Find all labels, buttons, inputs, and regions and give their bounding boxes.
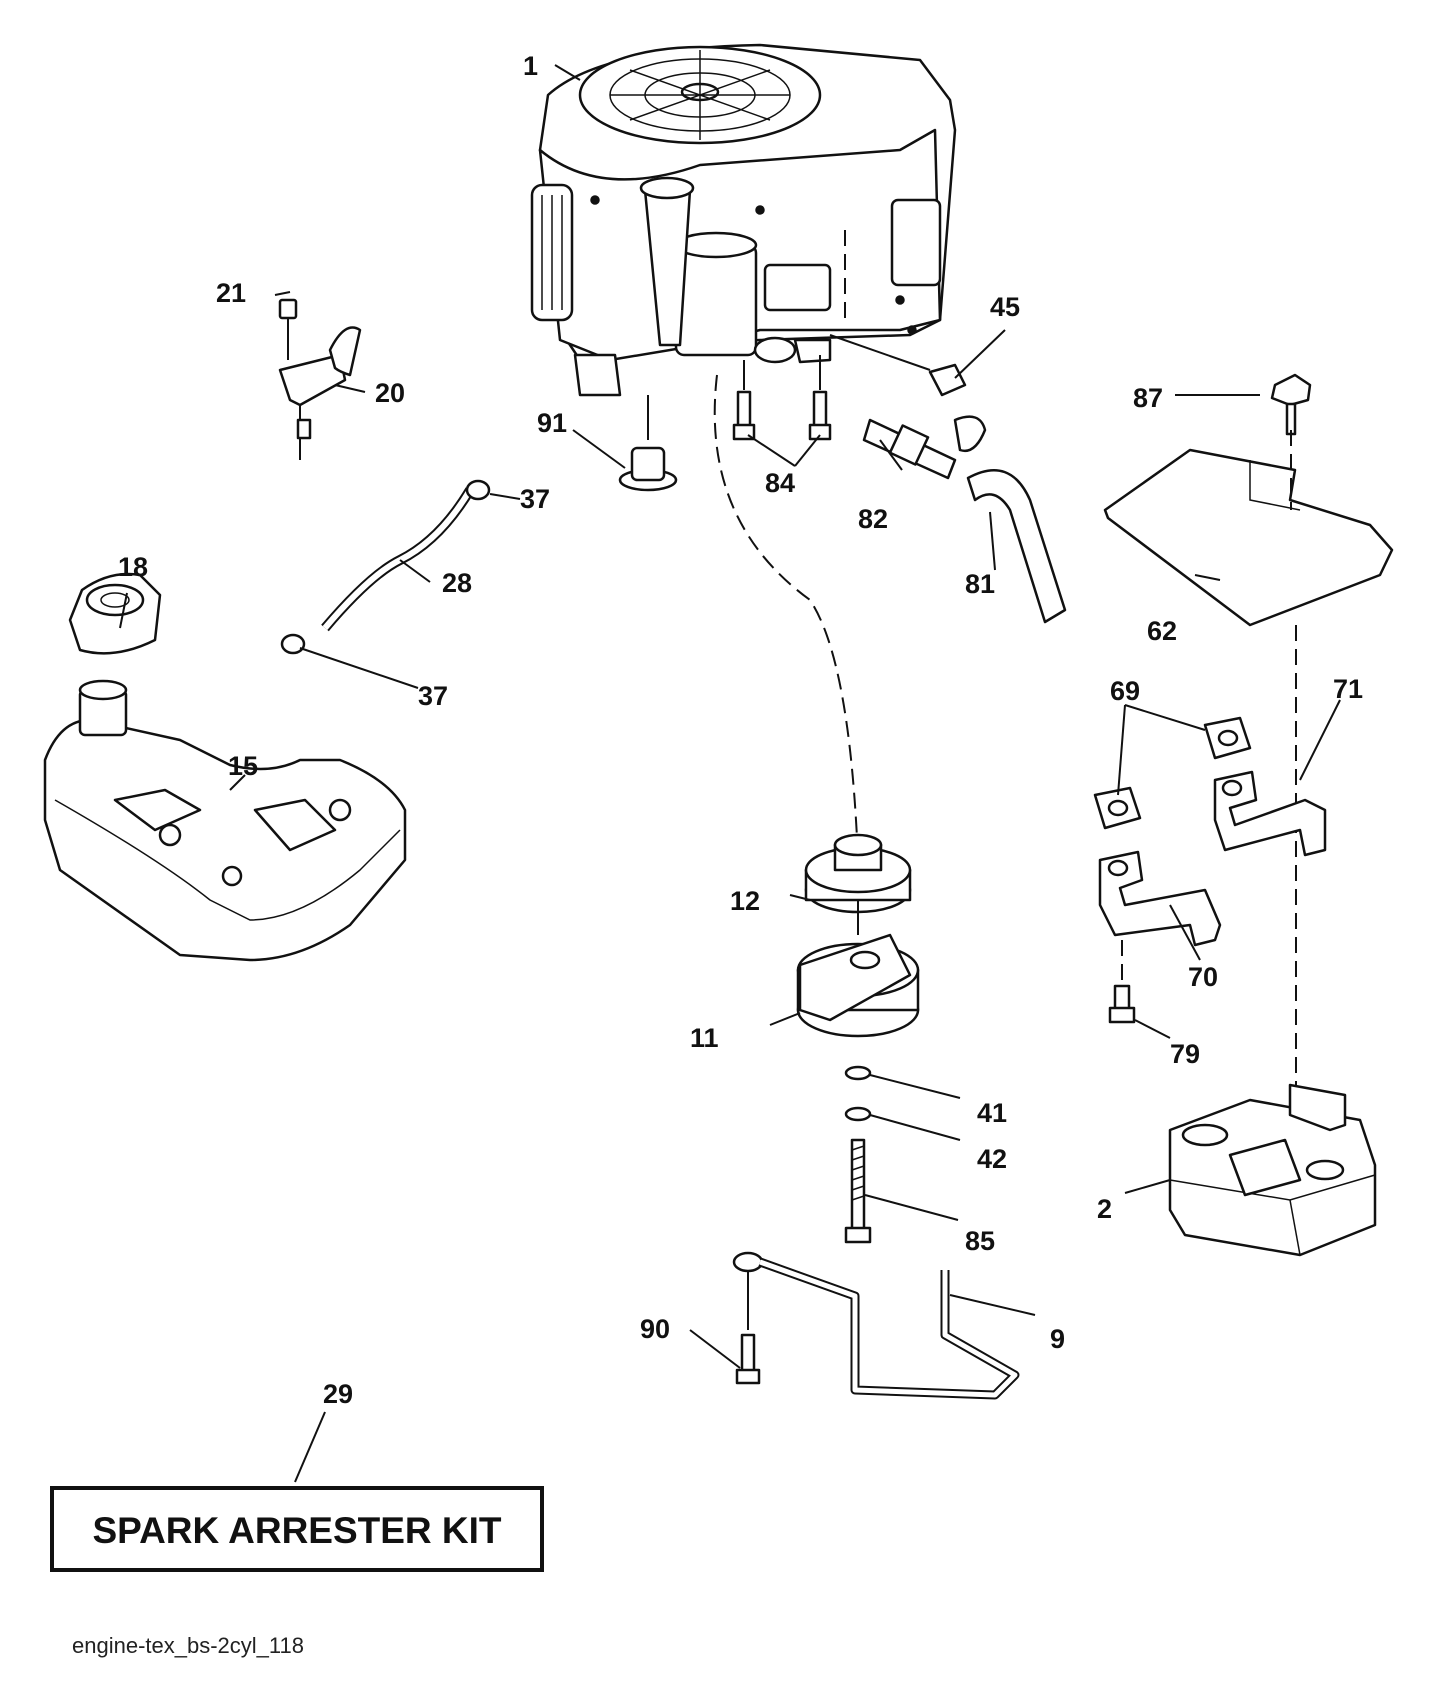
- callout-79: 79: [1170, 1039, 1200, 1069]
- callout-labels: 1 21 20 91 84 82 81 45 87 62 37 28 37 18…: [118, 51, 1363, 1409]
- callout-62: 62: [1147, 616, 1177, 646]
- heat-shield-part: [1103, 373, 1394, 1085]
- leader-lines: [119, 64, 1341, 1483]
- callout-90: 90: [640, 1314, 670, 1344]
- callout-12: 12: [730, 886, 760, 916]
- fuel-cap-part: [68, 572, 162, 655]
- exhaust-gaskets-part: [1093, 716, 1252, 830]
- callout-42: 42: [977, 1144, 1007, 1174]
- bushing-part: [618, 395, 678, 492]
- washers-bolt-part: [844, 1065, 872, 1244]
- callout-70: 70: [1188, 962, 1218, 992]
- oil-drain-valve-part: [862, 415, 987, 480]
- fuel-tank-part: [43, 679, 407, 962]
- pulley-part: [804, 833, 912, 914]
- callout-82: 82: [858, 504, 888, 534]
- screw-79-part: [1108, 984, 1136, 1024]
- throttle-control-part: [278, 298, 362, 460]
- diagram-code: engine-tex_bs-2cyl_118: [72, 1633, 304, 1658]
- engine-bolts-part: [732, 355, 832, 441]
- cap-45-part: [829, 334, 967, 397]
- engine-assembly: [530, 43, 957, 397]
- callout-85: 85: [965, 1226, 995, 1256]
- callout-87: 87: [1133, 383, 1163, 413]
- callout-81: 81: [965, 569, 995, 599]
- callout-21: 21: [216, 278, 246, 308]
- callout-37-bottom: 37: [418, 681, 448, 711]
- callout-41: 41: [977, 1098, 1007, 1128]
- spark-arrester-kit-label: SPARK ARRESTER KIT: [92, 1510, 501, 1551]
- belt-path-line: [713, 374, 859, 861]
- callout-1: 1: [523, 51, 538, 81]
- callout-20: 20: [375, 378, 405, 408]
- spark-arrester-kit-box: [50, 1486, 544, 1572]
- rod-bolt-part: [732, 1251, 1020, 1400]
- drain-hose-part: [966, 469, 1067, 624]
- callout-45: 45: [990, 292, 1020, 322]
- callout-2: 2: [1097, 1194, 1112, 1224]
- callout-84: 84: [765, 468, 795, 498]
- callout-71: 71: [1333, 674, 1363, 704]
- callout-91: 91: [537, 408, 567, 438]
- callout-15: 15: [228, 751, 258, 781]
- fuel-line-part: [280, 479, 491, 655]
- clutch-part: [796, 900, 920, 1038]
- muffler-part: [1168, 1083, 1377, 1257]
- callout-37-top: 37: [520, 484, 550, 514]
- callout-11: 11: [690, 1023, 719, 1053]
- exhaust-pipes-part: [1098, 770, 1327, 985]
- callout-9: 9: [1050, 1324, 1065, 1354]
- callout-18: 18: [118, 552, 148, 582]
- callout-29: 29: [323, 1379, 353, 1409]
- callout-69: 69: [1110, 676, 1140, 706]
- callout-28: 28: [442, 568, 472, 598]
